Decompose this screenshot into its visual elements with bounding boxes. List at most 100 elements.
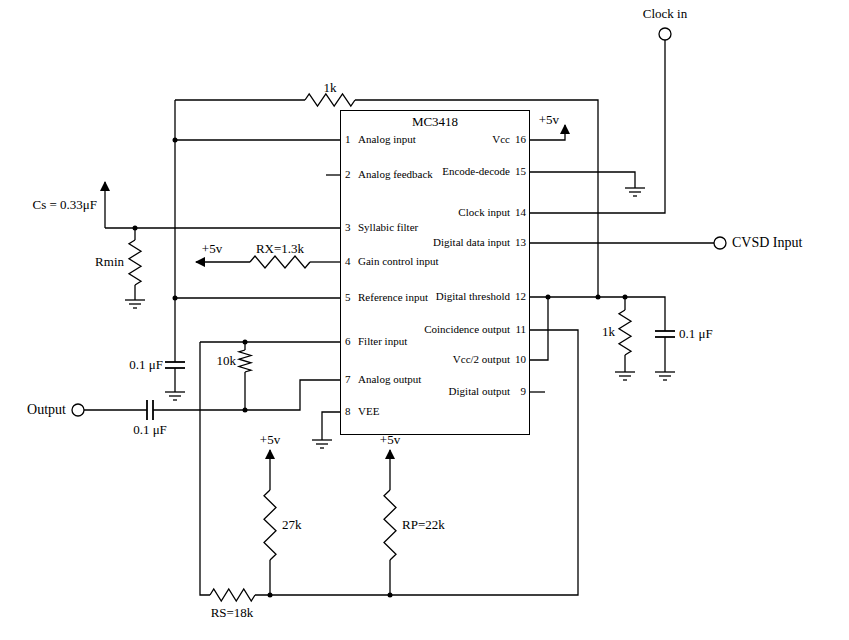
ground-line	[129, 303, 141, 304]
capacitor-plate	[165, 361, 185, 363]
ground-line	[165, 391, 185, 392]
wire	[174, 368, 175, 392]
component-value: 0.1 μF	[133, 423, 167, 437]
supply-label: +5v	[539, 113, 559, 127]
wire	[153, 380, 340, 410]
pin-name: Clock input	[458, 207, 510, 219]
ground-symbol	[165, 392, 185, 400]
wire	[530, 297, 548, 360]
pin-name: Digital data input	[433, 237, 510, 249]
resistor-symbol	[384, 490, 396, 560]
ground-line	[619, 375, 631, 376]
terminal-circle	[659, 28, 671, 40]
ground-line	[633, 195, 637, 196]
terminal-circle	[714, 237, 726, 249]
wire	[200, 342, 210, 595]
supply-arrow	[389, 450, 390, 490]
supply-label: +5v	[380, 433, 400, 447]
wire	[326, 174, 340, 175]
wire	[664, 337, 665, 372]
ground-line	[125, 299, 145, 300]
wire	[244, 372, 245, 410]
pin-number: 4	[345, 256, 351, 268]
resistor-value: 1k	[602, 325, 615, 339]
component-value: RP=22k	[402, 518, 445, 532]
ground-line	[623, 379, 627, 380]
wire	[84, 409, 147, 410]
pin-number: 13	[515, 237, 526, 249]
resistor-symbol	[305, 94, 355, 106]
junction-dot	[173, 138, 178, 143]
wire	[175, 139, 340, 140]
terminal-label: Output	[27, 403, 66, 418]
ground-line	[625, 187, 645, 188]
ground-line	[615, 371, 635, 372]
resistor-value: 10k	[217, 354, 237, 368]
component-value: 0.1 μF	[679, 327, 713, 341]
wire	[310, 261, 340, 262]
junction-dot	[623, 295, 628, 300]
resistor-symbol	[239, 350, 251, 372]
pin-name: Coincidence output	[424, 324, 510, 336]
pin-number: 12	[515, 291, 526, 303]
ground-symbol	[655, 372, 675, 380]
pin-name: Digital output	[449, 386, 510, 398]
pin-name: Analog feedback	[358, 169, 433, 181]
wire	[269, 560, 270, 595]
pin-number: 3	[345, 222, 351, 234]
resistor-symbol	[129, 240, 141, 285]
capacitor-symbol	[165, 362, 185, 368]
wire	[105, 227, 340, 228]
terminal-label: Clock in	[643, 7, 687, 21]
junction-dot	[243, 340, 248, 345]
ground-line	[655, 371, 675, 372]
wire	[530, 172, 635, 188]
supply-arrow	[196, 261, 250, 262]
ground-symbol	[615, 372, 635, 380]
component-value: RS=18k	[211, 606, 254, 620]
capacitor-plate	[152, 400, 154, 420]
resistor-symbol	[250, 256, 310, 268]
pin-number: 7	[345, 374, 351, 386]
junction-dot	[268, 593, 273, 598]
pin-number: 6	[345, 336, 351, 348]
pin-number: 15	[515, 166, 526, 178]
junction-dot	[133, 226, 138, 231]
resistor-symbol	[210, 589, 255, 601]
wire	[389, 560, 390, 595]
ground-line	[133, 307, 137, 308]
capacitor-symbol	[147, 400, 153, 420]
component-name: Rmin	[95, 255, 124, 269]
pin-name: Vcc/2 output	[453, 354, 510, 366]
pin-name: Encode-decode	[442, 166, 510, 178]
pin-name: Digital threshold	[436, 291, 510, 303]
ground-line	[663, 379, 667, 380]
pin-number: 1	[345, 134, 351, 146]
ground-line	[173, 399, 177, 400]
ground-line	[169, 395, 181, 396]
junction-dot	[546, 295, 551, 300]
supply-label: +5v	[260, 433, 280, 447]
pin-number: 8	[345, 406, 351, 418]
wire	[530, 40, 665, 213]
capacitor-plate	[655, 330, 675, 332]
ground-symbol	[312, 440, 332, 448]
pin-number: 5	[345, 292, 351, 304]
pin-name: Analog output	[358, 374, 421, 386]
ground-line	[312, 439, 332, 440]
wire	[175, 297, 340, 298]
wire	[322, 412, 340, 440]
pin-number: 2	[345, 169, 351, 181]
ground-symbol	[625, 188, 645, 196]
pin-name: Vcc	[492, 134, 510, 146]
pin-number: 14	[515, 207, 526, 219]
wire	[530, 242, 714, 243]
junction-dot	[243, 408, 248, 413]
wire	[530, 391, 545, 392]
supply-arrow	[104, 182, 105, 228]
pin-number: 10	[515, 354, 526, 366]
pin-number: 16	[515, 134, 526, 146]
resistor-value: 27k	[282, 518, 302, 532]
